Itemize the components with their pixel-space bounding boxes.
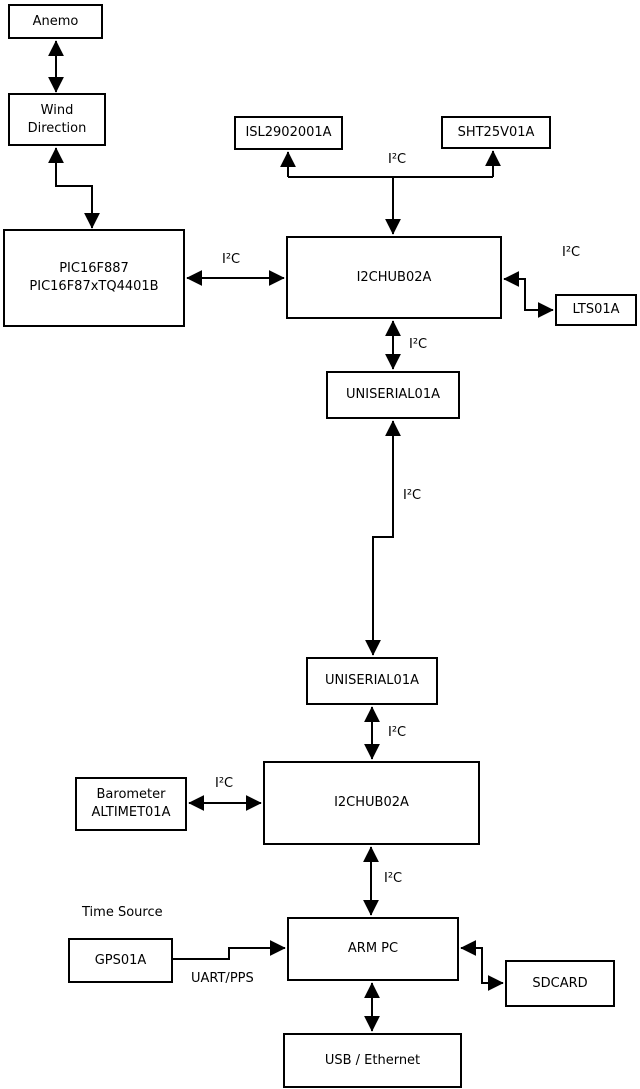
box-uniserial01a-lower: UNISERIAL01A: [306, 657, 438, 705]
label-i2c-barometer: I²C: [215, 776, 234, 791]
arrow-i2chub-lts01a: [503, 271, 554, 318]
label-i2c-uniserial-hub2: I²C: [388, 725, 407, 740]
box-sht25v01a: SHT25V01A: [441, 116, 551, 149]
box-barometer-altimet01a: Barometer ALTIMET01A: [75, 777, 187, 831]
arrow-wind-pic: [48, 147, 100, 229]
box-lts01a: LTS01A: [555, 294, 637, 326]
label-i2c-hub2-arm: I²C: [384, 871, 403, 886]
box-usb-ethernet: USB / Ethernet: [283, 1033, 462, 1088]
arrow-uniserial-uniserial: [365, 420, 401, 656]
box-isl2902001a: ISL2902001A: [234, 116, 343, 150]
label-i2c-lts: I²C: [562, 245, 581, 260]
box-sdcard: SDCARD: [505, 960, 615, 1007]
box-uniserial01a-upper: UNISERIAL01A: [326, 371, 460, 419]
arrow-armpc-sdcard: [460, 940, 504, 991]
label-i2c-sensors: I²C: [388, 152, 407, 167]
box-arm-pc: ARM PC: [287, 917, 459, 981]
label-time-source: Time Source: [82, 905, 163, 920]
box-gps01a: GPS01A: [68, 938, 173, 983]
box-anemo: Anemo: [8, 4, 103, 39]
box-wind-direction: Wind Direction: [8, 93, 106, 146]
box-i2chub02a-top: I2CHUB02A: [286, 236, 502, 319]
box-pic16f887: PIC16F887 PIC16F87xTQ4401B: [3, 229, 185, 327]
arrow-gps-armpc: [173, 940, 286, 960]
label-i2c-long-link: I²C: [403, 488, 422, 503]
label-uart-pps: UART/PPS: [191, 971, 254, 986]
box-i2chub02a-bottom: I2CHUB02A: [263, 761, 480, 845]
label-i2c-hub-uniserial: I²C: [409, 337, 428, 352]
label-i2c-pic-hub: I²C: [222, 252, 241, 267]
